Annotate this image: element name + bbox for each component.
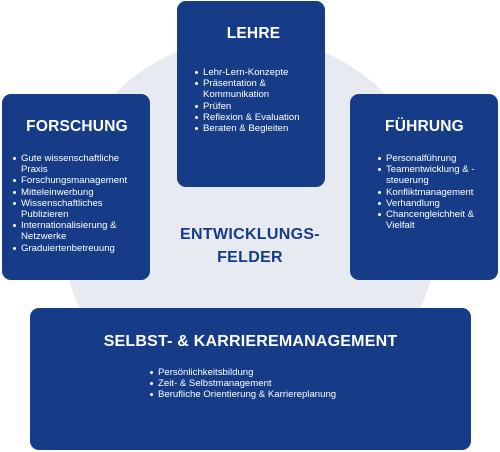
item-list: Gute wissenschaftliche Praxis Forschungs… (12, 153, 142, 254)
list-item: Berufliche Orientierung & Karriereplanun… (149, 389, 461, 400)
list-item: Personalführung (377, 153, 490, 164)
item-list: Personalführung Teamentwicklung & -steue… (377, 153, 490, 231)
box-title: LEHRE (226, 25, 281, 42)
center-label: ENTWICKLUNGS- FELDER (150, 223, 350, 269)
list-item: Konfliktmanagement (377, 187, 490, 198)
box-fuehrung: FÜHRUNG Personalführung Teamentwicklung … (350, 94, 498, 280)
list-item: Beraten & Begleiten (194, 123, 313, 134)
list-item: Teamentwicklung & -steuerung (377, 164, 490, 186)
center-label-line: FELDER (217, 249, 283, 266)
box-title: FORSCHUNG (26, 118, 128, 135)
list-item: Wissenschaftliches Publizieren (12, 198, 142, 220)
box-forschung: FORSCHUNG Gute wissenschaftliche Praxis … (2, 94, 150, 280)
list-item: Persönlichkeitsbildung (149, 367, 461, 378)
list-item: Reflexion & Evaluation (194, 112, 313, 123)
list-item: Forschungsmanagement (12, 175, 142, 186)
center-label-line: ENTWICKLUNGS- (180, 226, 320, 243)
list-item: Graduiertenbetreuung (12, 243, 142, 254)
list-item: Mitteleinwerbung (12, 187, 142, 198)
list-item: Gute wissenschaftliche Praxis (12, 153, 142, 175)
box-title: SELBST- & KARRIEREMANAGEMENT (103, 333, 398, 350)
box-title: FÜHRUNG (385, 118, 464, 135)
list-item: Präsentation & Kommunikation (194, 78, 313, 100)
list-item: Prüfen (194, 101, 313, 112)
list-item: Internationalisierung & Netzwerke (12, 220, 142, 242)
list-item: Verhandlung (377, 198, 490, 209)
list-item: Chancengleichheit & Vielfalt (377, 209, 490, 231)
list-item: Lehr-Lern-Konzepte (194, 67, 313, 78)
item-list: Persönlichkeitsbildung Zeit- & Selbstman… (149, 367, 461, 401)
box-lehre: LEHRE Lehr-Lern-Konzepte Präsentation & … (177, 1, 325, 187)
item-list: Lehr-Lern-Konzepte Präsentation & Kommun… (194, 67, 313, 134)
box-selbst-karrieremanagement: SELBST- & KARRIEREMANAGEMENT Persönlichk… (30, 308, 471, 450)
list-item: Zeit- & Selbstmanagement (149, 378, 461, 389)
